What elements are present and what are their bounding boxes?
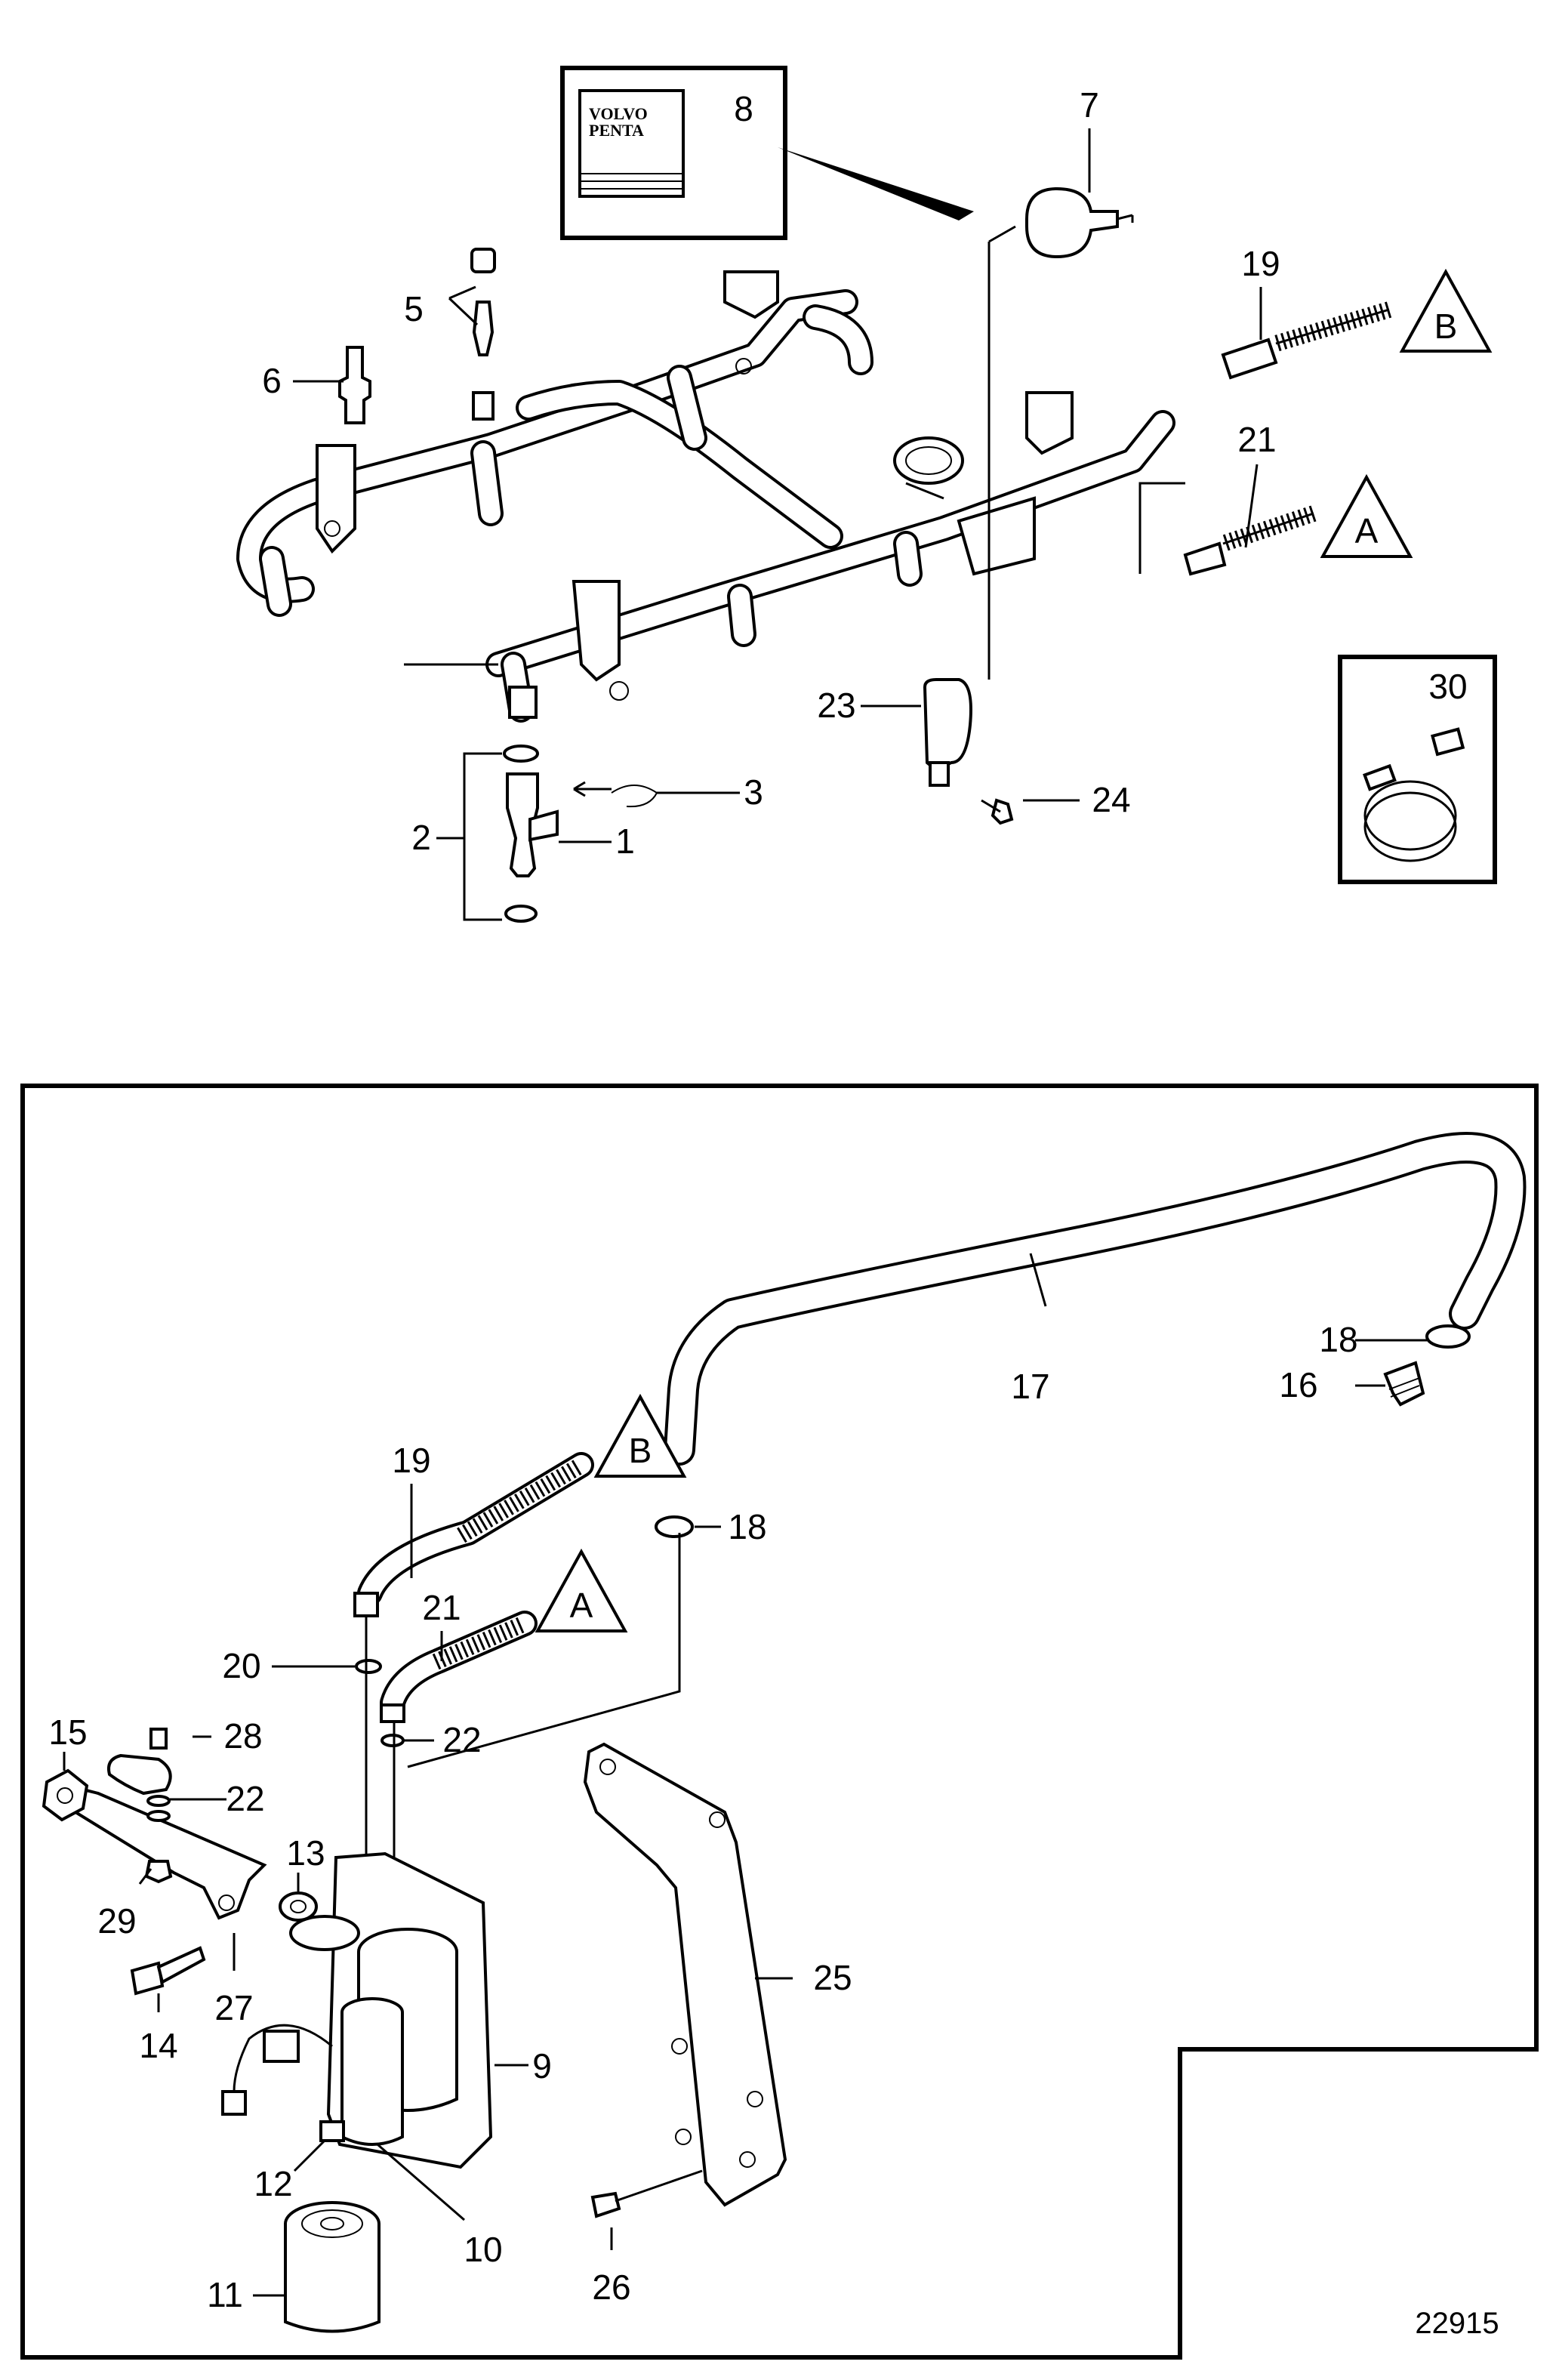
callout-5: 5 bbox=[404, 289, 424, 328]
drawing-number: 22915 bbox=[1415, 2307, 1499, 2340]
connection-marker-a-top: A bbox=[1320, 473, 1413, 558]
fuel-rail-assembly bbox=[236, 270, 1175, 723]
callout-28: 28 bbox=[223, 1716, 262, 1756]
callout-3: 3 bbox=[744, 772, 763, 812]
callout-11: 11 bbox=[207, 2275, 243, 2314]
callout-29: 29 bbox=[97, 1901, 136, 1941]
stud-part-6 bbox=[338, 346, 371, 424]
callout-18-lower: 18 bbox=[728, 1507, 766, 1546]
connection-marker-b-bottom: B bbox=[593, 1393, 687, 1478]
callout-2: 2 bbox=[411, 818, 431, 857]
callout-19-top: 19 bbox=[1241, 244, 1280, 283]
sealing-washer-18-upper bbox=[1425, 1324, 1471, 1349]
hose-clip-28 bbox=[107, 1728, 172, 1796]
return-hose-17 bbox=[664, 1132, 1527, 1466]
fuel-hoses-bottom bbox=[353, 1452, 681, 1857]
callout-30: 30 bbox=[1428, 667, 1467, 706]
bolt-26 bbox=[590, 2169, 703, 2218]
callout-6: 6 bbox=[262, 361, 282, 400]
nut-15 bbox=[42, 1768, 89, 1822]
mounting-bracket-25 bbox=[583, 1742, 787, 2207]
support-bracket-27 bbox=[73, 1787, 267, 1920]
pointer-arrow bbox=[778, 147, 974, 220]
callout-25: 25 bbox=[813, 1958, 852, 1997]
callout-13: 13 bbox=[286, 1833, 325, 1873]
connector-12 bbox=[221, 2024, 345, 2142]
marker-letter: A bbox=[570, 1586, 593, 1625]
fuel-filter-11 bbox=[284, 2201, 381, 2333]
callout-1: 1 bbox=[615, 822, 635, 861]
screw-24 bbox=[981, 798, 1014, 825]
spacer-13 bbox=[279, 1891, 318, 1922]
callout-24: 24 bbox=[1092, 780, 1130, 819]
sealing-washer-18-lower bbox=[655, 1515, 694, 1538]
valve-part-5 bbox=[470, 248, 496, 421]
callout-21-bottom: 21 bbox=[422, 1588, 461, 1627]
callout-17: 17 bbox=[1011, 1367, 1049, 1406]
callout-19-bottom: 19 bbox=[392, 1441, 430, 1480]
marker-letter: A bbox=[1355, 511, 1379, 550]
callout-22-right: 22 bbox=[442, 1720, 481, 1759]
washers-22 bbox=[146, 1795, 171, 1822]
callout-8: 8 bbox=[734, 89, 753, 128]
callout-15: 15 bbox=[48, 1713, 87, 1752]
marker-letter: B bbox=[629, 1431, 652, 1470]
marker-letter: B bbox=[1434, 307, 1458, 346]
callout-23: 23 bbox=[817, 686, 855, 725]
callout-18-upper: 18 bbox=[1319, 1320, 1357, 1359]
callout-27: 27 bbox=[214, 1988, 253, 2027]
fuel-pump-10 bbox=[340, 1997, 404, 2146]
callout-21-top: 21 bbox=[1237, 420, 1276, 459]
callout-labels: 7 8 5 6 19 21 23 24 30 3 1 2 17 18 16 18… bbox=[48, 85, 1499, 2340]
connection-marker-a-bottom: A bbox=[535, 1548, 628, 1632]
kit-logo-line-1: VOLVO bbox=[589, 104, 648, 123]
fitting-16 bbox=[1383, 1361, 1425, 1407]
fuel-hoses-top bbox=[1183, 301, 1392, 576]
callout-14: 14 bbox=[139, 2026, 177, 2065]
service-kit-box-8: VOLVO PENTA bbox=[560, 66, 974, 240]
kit-logo-line-2: PENTA bbox=[589, 121, 644, 140]
callout-7: 7 bbox=[1080, 85, 1099, 125]
damper-part-7 bbox=[1025, 187, 1134, 259]
bolt-14 bbox=[130, 1946, 206, 1996]
callout-10: 10 bbox=[464, 2230, 502, 2269]
leader-lines bbox=[63, 128, 1427, 2297]
bottom-section-frame bbox=[20, 1084, 1539, 2360]
callout-9: 9 bbox=[532, 2046, 552, 2086]
callout-26: 26 bbox=[592, 2267, 630, 2307]
hose-clip-23 bbox=[923, 678, 972, 787]
fuel-injector-group bbox=[503, 686, 658, 923]
hose-clamp-inset-30 bbox=[1338, 655, 1497, 884]
callout-22-left: 22 bbox=[226, 1779, 264, 1818]
callout-16: 16 bbox=[1279, 1365, 1317, 1404]
callout-20: 20 bbox=[222, 1646, 260, 1685]
connection-marker-b-top: B bbox=[1399, 268, 1493, 353]
callout-12: 12 bbox=[254, 2164, 292, 2203]
